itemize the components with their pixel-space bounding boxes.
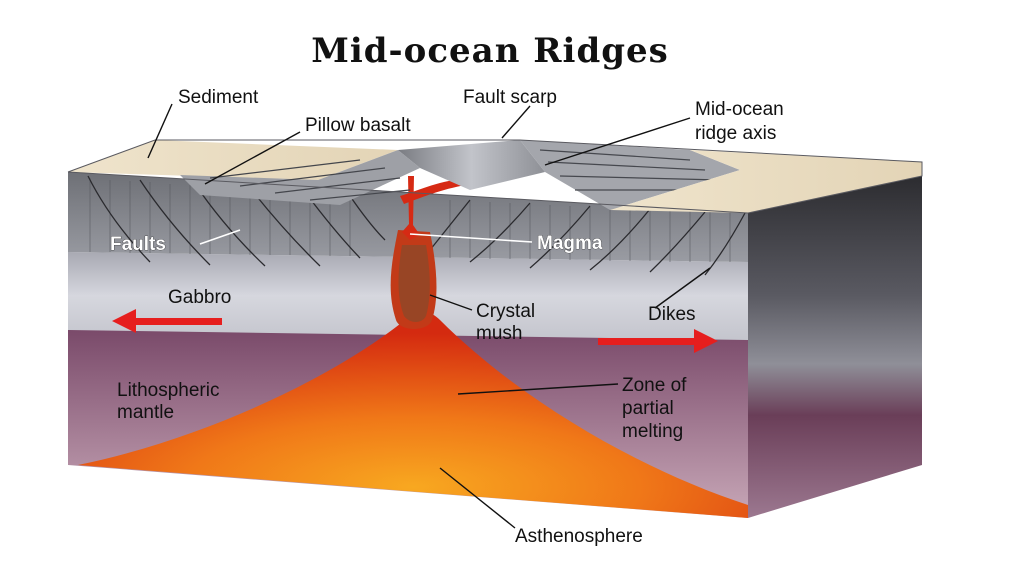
leader-magma [409, 233, 533, 243]
label-zone-line1: Zone of [622, 375, 687, 396]
label-crystal-mush-line2: mush [476, 323, 522, 344]
leader-zone-partial-melting [457, 383, 619, 395]
label-pillow-basalt: Pillow basalt [305, 115, 411, 136]
label-dikes: Dikes [648, 304, 696, 325]
label-zone-line2: partial [622, 398, 674, 419]
label-faults: Faults [110, 234, 166, 255]
diagram-title: Mid-ocean Ridges [311, 31, 669, 71]
leader-sediment [147, 103, 173, 159]
leader-pillow-basalt [204, 131, 301, 185]
label-lithospheric-mantle-line1: Lithospheric [117, 380, 219, 401]
sediment-left [68, 140, 398, 180]
label-ridge-axis-line2: ridge axis [695, 123, 776, 144]
label-sediment: Sediment [178, 87, 259, 108]
label-zone-line3: melting [622, 421, 683, 442]
label-fault-scarp: Fault scarp [463, 87, 557, 108]
sediment-right [610, 150, 922, 213]
label-magma: Magma [537, 233, 603, 254]
partial-melting-zone [78, 312, 748, 518]
dike-striations [89, 178, 731, 262]
magma-flow-top [400, 178, 472, 204]
block-side-face [748, 176, 922, 518]
label-crystal-mush-line1: Crystal [476, 301, 535, 322]
leader-crystal-mush [429, 294, 473, 311]
leader-fault-scarp [501, 105, 531, 139]
pillow-basalt-blocks-left [180, 150, 420, 205]
label-gabbro: Gabbro [168, 287, 231, 308]
leader-faults [199, 229, 241, 245]
leader-asthenosphere [439, 467, 516, 529]
pillow-basalt-blocks-right [520, 140, 740, 210]
label-asthenosphere: Asthenosphere [515, 526, 643, 547]
leader-ridge-axis [544, 117, 691, 166]
ridge-axis-trough [398, 140, 545, 190]
plate-arrow-left [112, 309, 222, 333]
plate-arrow-right [598, 329, 718, 353]
label-lithospheric-mantle-line2: mantle [117, 402, 174, 423]
label-ridge-axis-line1: Mid-ocean [695, 99, 784, 120]
magma-conduit [402, 176, 420, 240]
leader-dikes [654, 267, 711, 309]
